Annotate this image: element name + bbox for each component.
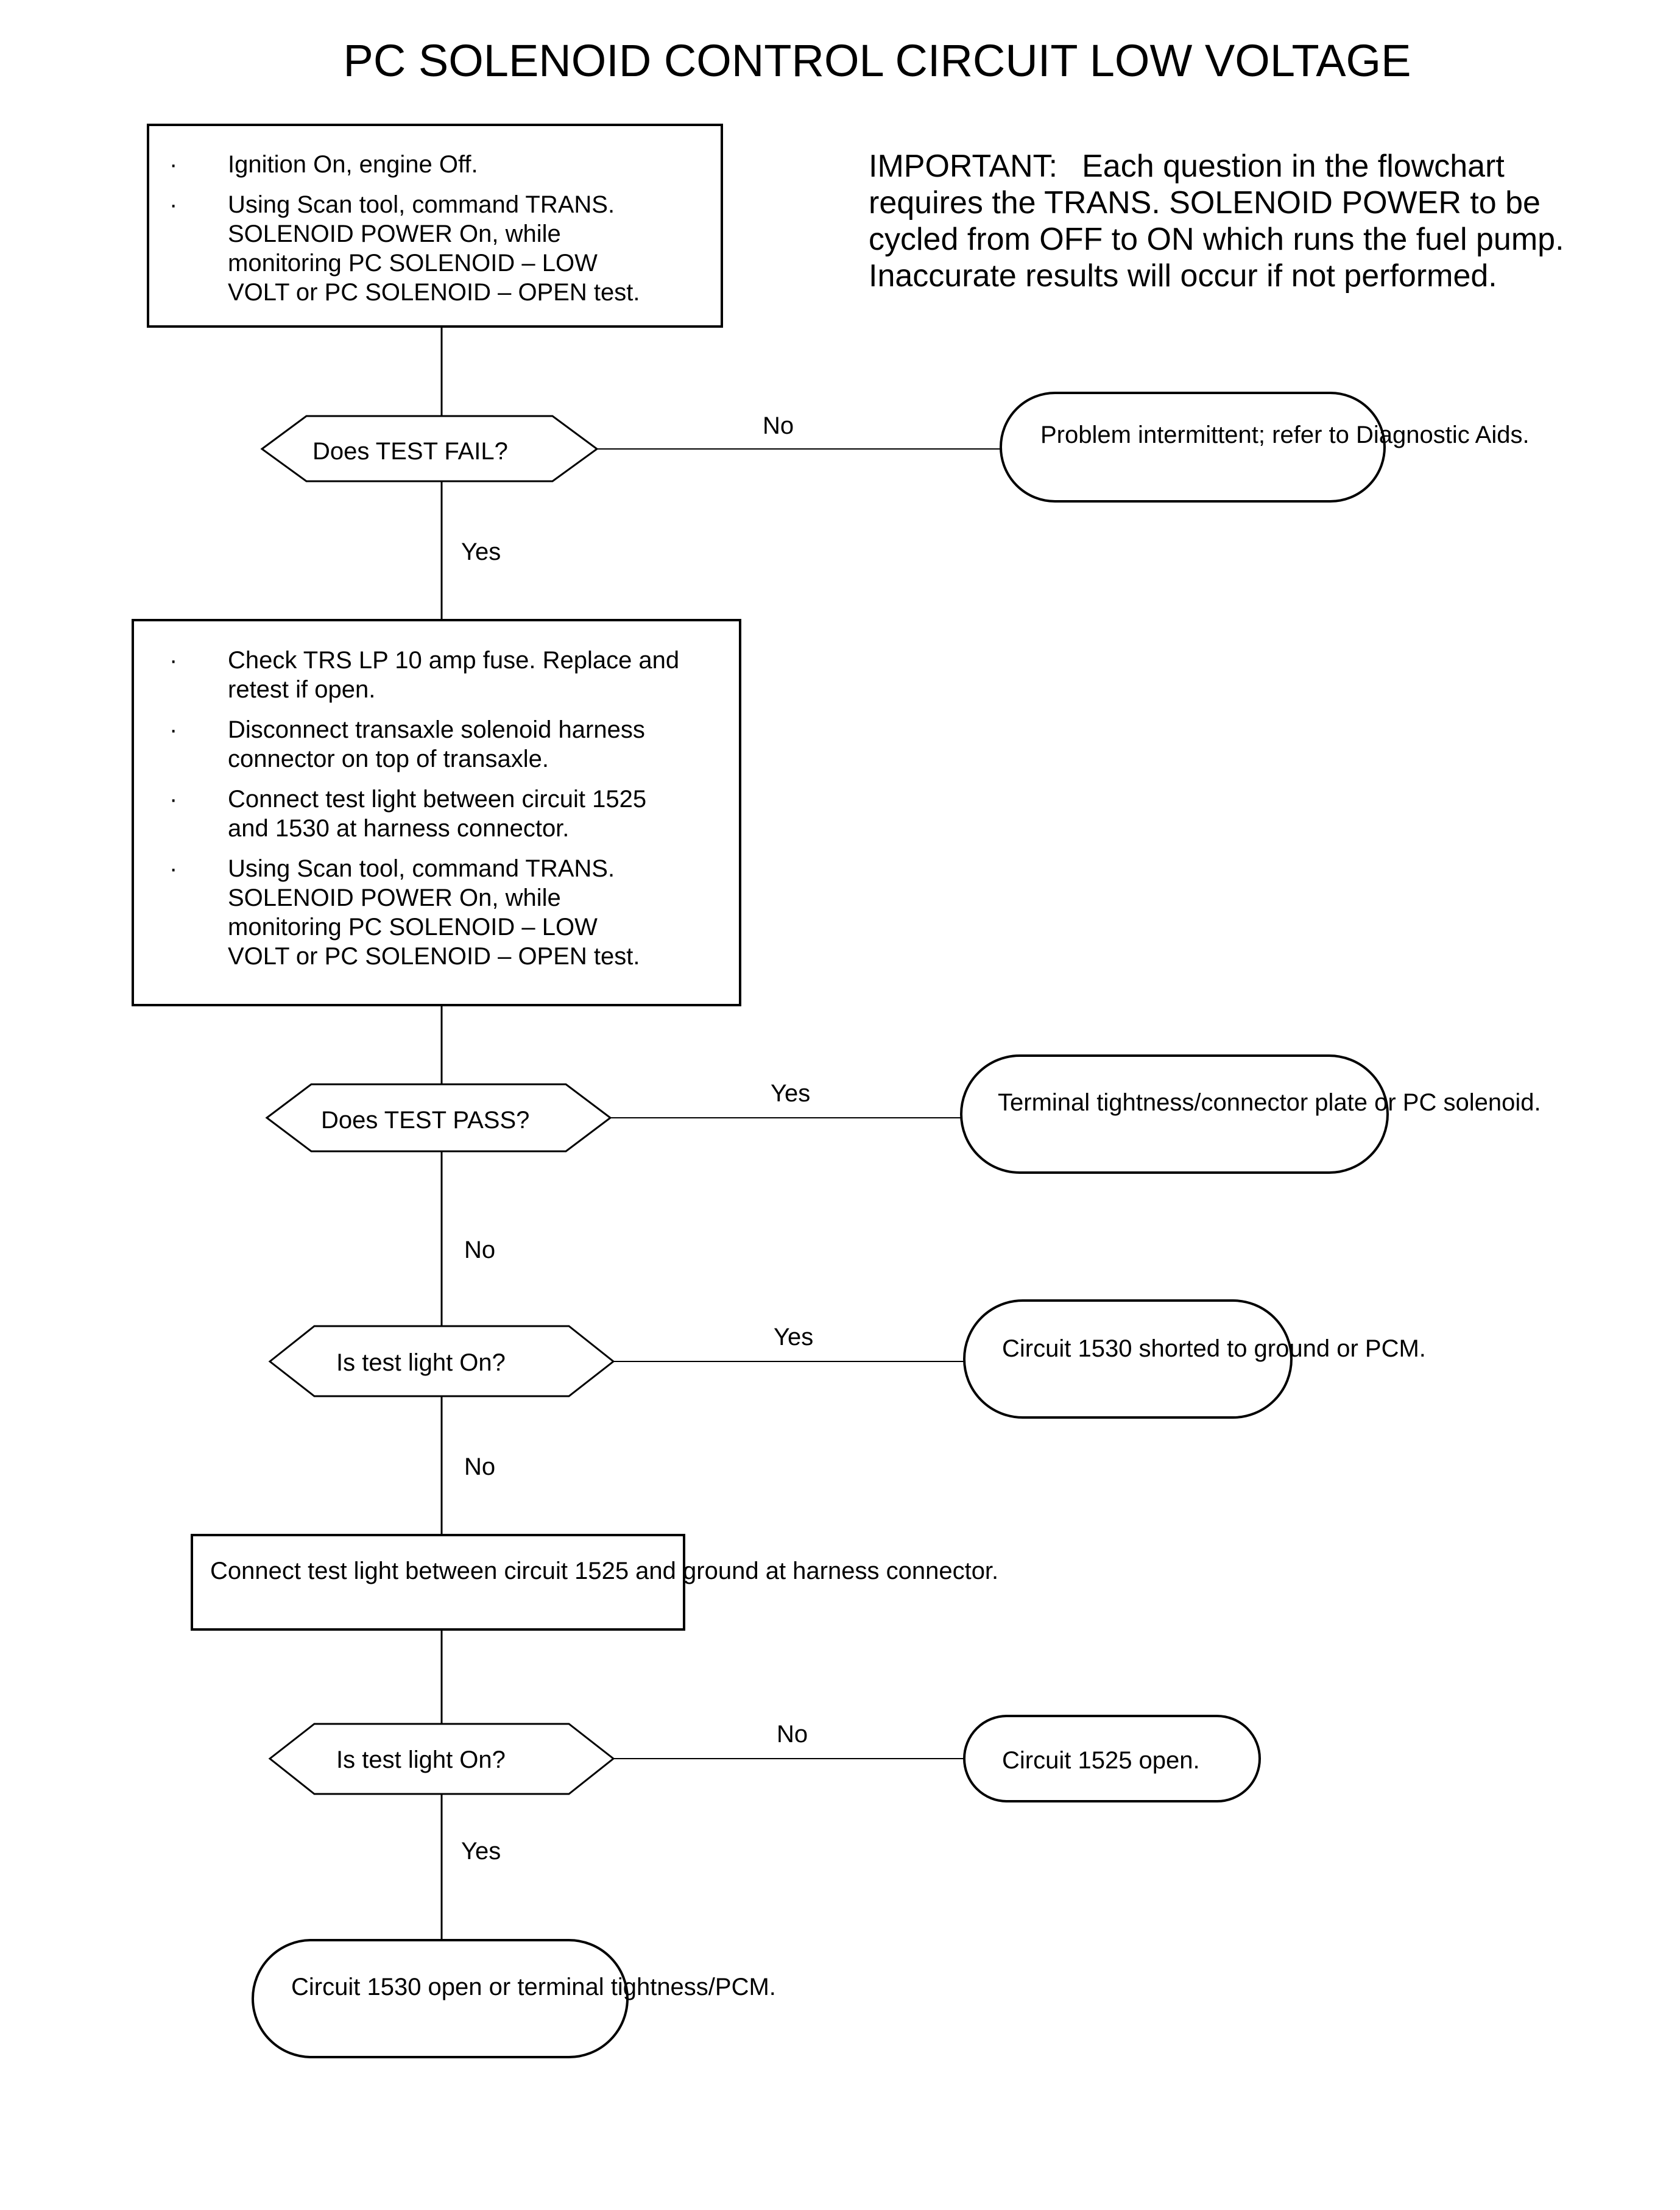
decision4-question: Is test light On?: [336, 1746, 506, 1773]
result2-shape: [960, 1054, 1389, 1174]
decision2-yes-label: Yes: [771, 1080, 811, 1107]
decision2-no-label: No: [464, 1237, 496, 1263]
step1-list: Ignition On, engine Off. Using Scan tool…: [169, 150, 640, 318]
step1-box: [147, 124, 723, 328]
step1-item: Using Scan tool, command TRANS. SOLENOID…: [169, 190, 640, 307]
step2-item: Check TRS LP 10 amp fuse. Replace and re…: [169, 646, 679, 704]
important-text: Each question in the flowchart requires …: [869, 149, 1564, 294]
result1-text: Problem intermittent; refer to Diagnosti…: [1040, 422, 1530, 448]
result5-text: Circuit 1530 open or terminal tightness/…: [291, 1974, 776, 2000]
step2-list: Check TRS LP 10 amp fuse. Replace and re…: [169, 646, 679, 982]
result2-text: Terminal tightness/connector plate or PC…: [998, 1089, 1541, 1116]
result4-text: Circuit 1525 open.: [1002, 1747, 1200, 1774]
decision1-yes-label: Yes: [461, 538, 501, 565]
step1-item: Ignition On, engine Off.: [169, 150, 640, 179]
result3-shape: [963, 1299, 1293, 1419]
page-title: PC SOLENOID CONTROL CIRCUIT LOW VOLTAGE: [343, 35, 1411, 86]
result5-shape: [252, 1939, 629, 2058]
important-lead: IMPORTANT:: [869, 149, 1058, 184]
result3-text: Circuit 1530 shorted to ground or PCM.: [1002, 1335, 1426, 1362]
step2-item: Using Scan tool, command TRANS. SOLENOID…: [169, 854, 679, 971]
result1-shape: [1000, 392, 1386, 503]
step3-text: Connect test light between circuit 1525 …: [210, 1558, 999, 1584]
decision4-no-label: No: [777, 1721, 808, 1748]
decision3-question: Is test light On?: [336, 1349, 506, 1376]
decision1-question: Does TEST FAIL?: [312, 438, 508, 465]
decision4-yes-label: Yes: [461, 1838, 501, 1865]
step2-item: Connect test light between circuit 1525 …: [169, 785, 679, 843]
step3-box: [191, 1534, 685, 1631]
decision1-no-label: No: [763, 412, 794, 439]
decision3-no-label: No: [464, 1453, 496, 1480]
decision3-yes-label: Yes: [774, 1324, 814, 1350]
step2-item: Disconnect transaxle solenoid harness co…: [169, 715, 679, 774]
step2-box: [132, 619, 741, 1006]
important-note: IMPORTANT:Each question in the flowchart…: [869, 148, 1564, 294]
result4-shape: [963, 1715, 1261, 1802]
decision2-question: Does TEST PASS?: [321, 1107, 530, 1134]
